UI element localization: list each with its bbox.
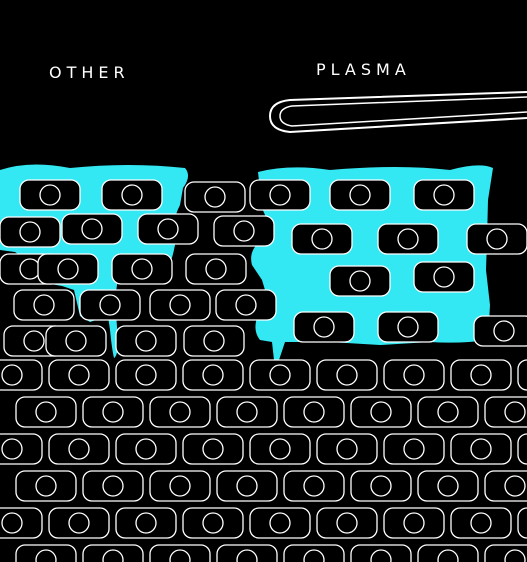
cell xyxy=(16,397,76,427)
cell xyxy=(250,180,310,210)
cell xyxy=(351,397,411,427)
cell xyxy=(184,326,244,356)
cell xyxy=(518,508,527,538)
cell xyxy=(384,360,444,390)
cell xyxy=(414,180,474,210)
cell xyxy=(150,471,210,501)
cell xyxy=(112,254,172,284)
pipette-icon xyxy=(270,92,527,132)
cell xyxy=(467,224,527,254)
cell xyxy=(80,290,140,320)
cell xyxy=(216,290,276,320)
cell xyxy=(16,545,76,562)
cell xyxy=(49,508,109,538)
cell xyxy=(294,312,354,342)
cell xyxy=(186,254,246,284)
cell xyxy=(414,262,474,292)
cell xyxy=(0,360,42,390)
cell xyxy=(49,434,109,464)
cell xyxy=(485,471,527,501)
cell xyxy=(150,545,210,562)
cell xyxy=(284,397,344,427)
cell xyxy=(49,360,109,390)
cell xyxy=(284,545,344,562)
cell xyxy=(518,360,527,390)
cell xyxy=(474,316,527,346)
cell xyxy=(384,434,444,464)
cell xyxy=(46,326,106,356)
cell xyxy=(451,434,511,464)
cell xyxy=(217,545,277,562)
cell xyxy=(183,508,243,538)
cell xyxy=(351,545,411,562)
label-plasma: PLASMA xyxy=(316,60,411,79)
label-other: OTHER xyxy=(49,63,130,82)
cell xyxy=(116,326,176,356)
cell xyxy=(214,216,274,246)
cell xyxy=(250,434,310,464)
cell xyxy=(150,397,210,427)
cell xyxy=(518,434,527,464)
cell xyxy=(418,471,478,501)
cell xyxy=(0,434,42,464)
cell xyxy=(0,508,42,538)
cell xyxy=(62,214,122,244)
cell xyxy=(451,508,511,538)
cell xyxy=(317,508,377,538)
cell xyxy=(0,217,60,247)
cell xyxy=(351,471,411,501)
cell xyxy=(183,434,243,464)
cell xyxy=(217,471,277,501)
cell xyxy=(83,397,143,427)
cell xyxy=(250,360,310,390)
cell xyxy=(317,434,377,464)
cell xyxy=(418,545,478,562)
cell xyxy=(38,254,98,284)
cell xyxy=(451,360,511,390)
cell xyxy=(116,508,176,538)
cell xyxy=(16,471,76,501)
cell xyxy=(418,397,478,427)
cell xyxy=(150,290,210,320)
cell xyxy=(485,397,527,427)
cell xyxy=(83,545,143,562)
cell xyxy=(317,360,377,390)
cell xyxy=(102,180,162,210)
cell xyxy=(83,471,143,501)
cell xyxy=(378,224,438,254)
cell xyxy=(330,180,390,210)
cell xyxy=(284,471,344,501)
cell xyxy=(14,290,74,320)
cell xyxy=(330,266,390,296)
cell xyxy=(183,360,243,390)
cell xyxy=(185,182,245,212)
cell xyxy=(20,180,80,210)
cell xyxy=(250,508,310,538)
cell xyxy=(138,214,198,244)
cell xyxy=(378,312,438,342)
cell xyxy=(217,397,277,427)
cell xyxy=(116,360,176,390)
cell xyxy=(384,508,444,538)
cell xyxy=(292,224,352,254)
cell xyxy=(485,545,527,562)
cell xyxy=(116,434,176,464)
